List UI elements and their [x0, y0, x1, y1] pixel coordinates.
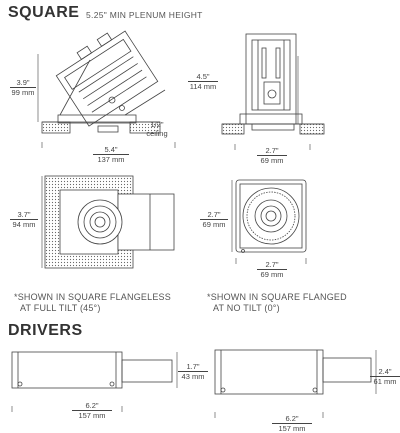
dim-side-tilt-width: 5.4" 137 mm — [93, 145, 129, 164]
dim-top-flanged-width: 2.7" 69 mm — [257, 260, 287, 279]
section-title-square: SQUARE — [8, 4, 80, 21]
dim-side-tilt-height: 3.9" 99 mm — [10, 78, 36, 97]
top-view-flanged-drawing — [231, 179, 307, 264]
dim-inches: 2.7" — [265, 260, 279, 269]
dim-ceiling-thickness: 1/2" — [150, 120, 164, 129]
plenum-height-subtitle: 5.25" MIN PLENUM HEIGHT — [86, 10, 203, 20]
note-flanged-line2: AT NO TILT (0°) — [213, 303, 280, 313]
dim-top-flanged-height: 2.7" 69 mm — [200, 210, 228, 229]
dim-inches: 5.4" — [104, 145, 118, 154]
dim-top-flangeless: 3.7" 94 mm — [10, 210, 38, 229]
dim-driver-large-height: 2.4" 61 mm — [370, 367, 400, 386]
dim-ceiling-word: ceiling — [146, 129, 168, 138]
driver-small-drawing — [11, 351, 178, 412]
note-flangeless-line1: *SHOWN IN SQUARE FLANGELESS — [14, 292, 171, 302]
front-view-drawing — [221, 33, 325, 150]
dim-inches: 6.2" — [85, 401, 99, 410]
dim-mm: 137 mm — [93, 154, 129, 164]
dim-inches: 3.7" — [17, 210, 31, 219]
dim-mm: 94 mm — [10, 219, 38, 229]
dim-mm: 157 mm — [72, 410, 112, 420]
top-view-flangeless-drawing — [41, 175, 175, 269]
dim-inches: 2.7" — [265, 146, 279, 155]
dim-mm: 43 mm — [178, 371, 208, 381]
dim-mm: 69 mm — [200, 219, 228, 229]
dim-mm: 69 mm — [257, 269, 287, 279]
dim-inches: 2.4" — [378, 367, 392, 376]
dim-front-width: 2.7" 69 mm — [257, 146, 287, 165]
dim-inches: 3.9" — [16, 78, 30, 87]
dim-driver-large-width: 6.2" 157 mm — [272, 414, 312, 433]
dim-driver-small-width: 6.2" 157 mm — [72, 401, 112, 420]
dim-driver-small-height: 1.7" 43 mm — [178, 362, 208, 381]
dim-mm: 61 mm — [370, 376, 400, 386]
dim-mm: 114 mm — [188, 81, 218, 91]
dim-inches: 1.7" — [186, 362, 200, 371]
dim-front-height: 4.5" 114 mm — [188, 72, 218, 91]
section-title-drivers: DRIVERS — [8, 322, 83, 339]
note-flangeless-line2: AT FULL TILT (45°) — [20, 303, 101, 313]
dim-inches: 4.5" — [196, 72, 210, 81]
dim-mm: 69 mm — [257, 155, 287, 165]
dim-ceiling: 1/2" ceiling — [144, 120, 170, 138]
driver-large-drawing — [214, 349, 377, 418]
note-flanged-line1: *SHOWN IN SQUARE FLANGED — [207, 292, 347, 302]
note-flanged: *SHOWN IN SQUARE FLANGED AT NO TILT (0°) — [207, 292, 347, 314]
note-flangeless: *SHOWN IN SQUARE FLANGELESS AT FULL TILT… — [14, 292, 171, 314]
dim-inches: 6.2" — [285, 414, 299, 423]
dim-mm: 99 mm — [10, 87, 36, 97]
dim-inches: 2.7" — [207, 210, 221, 219]
side-tilt-drawing — [37, 30, 176, 148]
dim-mm: 157 mm — [272, 423, 312, 433]
